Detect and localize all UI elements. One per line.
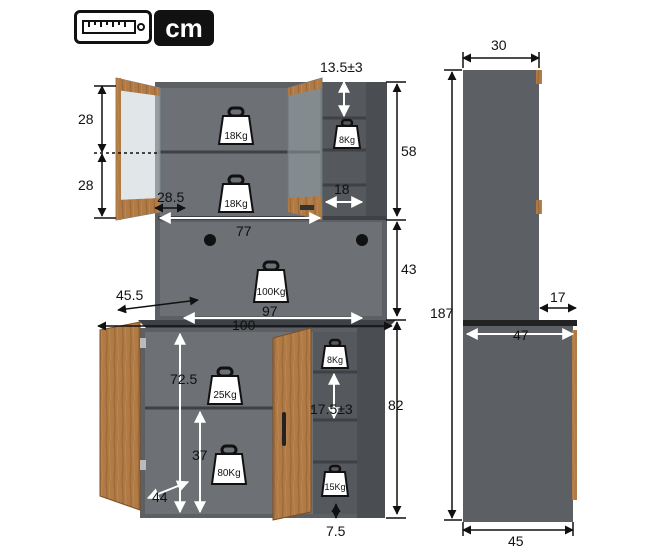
dim-side-base-depth: 45 [508, 533, 524, 549]
door-handle [282, 412, 286, 446]
side-view [463, 70, 577, 522]
dim-total-height: 187 [430, 305, 454, 321]
weight-icon [252, 260, 290, 303]
right-wood-door [272, 327, 312, 521]
countertop [138, 320, 396, 328]
load-lower-side-top: 8Kg [327, 355, 343, 365]
dim-door-lower: 28 [78, 177, 94, 193]
dim-top-gap: 13.5±3 [320, 59, 363, 75]
dim-middle-height: 43 [401, 261, 417, 277]
dim-inner-height: 72.5 [170, 371, 197, 387]
weight-icon [217, 174, 255, 213]
weight-icon [210, 444, 248, 485]
load-lower-bottom: 80Kg [217, 468, 240, 479]
dim-middle-inner-width: 97 [262, 303, 278, 319]
weight-icon [320, 464, 350, 497]
weight-icon [206, 366, 244, 405]
dim-side-top-depth: 30 [491, 37, 507, 53]
side-countertop [463, 320, 577, 326]
dim-lower-width: 100 [232, 317, 256, 333]
dim-counter-depth: 47 [513, 327, 529, 343]
left-wood-door [99, 321, 141, 511]
dim-lower-height: 82 [388, 397, 404, 413]
side-lower [463, 326, 573, 522]
dim-door-upper: 28 [78, 111, 94, 127]
dim-side-width: 18 [334, 181, 350, 197]
dim-shelf-height: 37 [192, 447, 208, 463]
dim-base-depth: 44 [152, 489, 168, 505]
dim-upper-height: 58 [401, 143, 417, 159]
left-glass-door [115, 77, 161, 221]
load-lower-side-bottom: 15Kg [324, 482, 345, 492]
dim-counter-overhang: 17 [550, 289, 566, 305]
load-middle: 100Kg [257, 287, 286, 298]
dim-inner-width: 77 [236, 223, 252, 239]
load-upper-shelf-2: 18Kg [224, 199, 247, 210]
dim-side-gap: 17.5±3 [310, 401, 353, 417]
side-dimension-lines [444, 52, 577, 536]
load-upper-shelf-1: 18Kg [224, 131, 247, 142]
unit-label: cm [154, 10, 214, 46]
load-upper-side: 8Kg [339, 135, 355, 145]
tape-measure-icon [74, 10, 152, 44]
weight-icon [332, 118, 362, 149]
dim-middle-depth: 45.5 [116, 287, 143, 303]
weight-icon [320, 338, 350, 369]
side-upper [463, 70, 539, 322]
dim-foot: 7.5 [326, 523, 346, 539]
front-dimension-lines [94, 80, 406, 519]
load-lower-shelf: 25Kg [213, 390, 236, 401]
right-glass-door [287, 77, 323, 221]
unit-badge: cm [74, 10, 214, 46]
dim-shelf-depth: 28.5 [157, 189, 184, 205]
weight-icon [217, 106, 255, 145]
